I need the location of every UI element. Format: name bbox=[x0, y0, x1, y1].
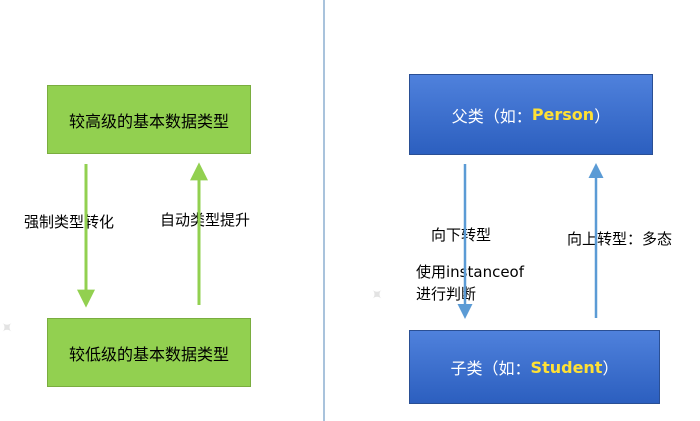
auto-promotion-label: 自动类型提升 bbox=[160, 211, 251, 229]
center-divider bbox=[323, 0, 325, 421]
explicit-cast-label: 强制类型转化 bbox=[24, 213, 115, 231]
child-class-prefix: 子类（如： bbox=[450, 359, 531, 378]
parent-class-name: Person bbox=[531, 105, 595, 124]
higher-primitive-type-label: 较高级的基本数据类型 bbox=[68, 111, 229, 131]
higher-primitive-type-box: 较高级的基本数据类型 bbox=[47, 85, 251, 154]
child-class-suffix: ） bbox=[602, 359, 619, 378]
downcast-label: 向下转型 bbox=[431, 226, 492, 244]
child-class-box: 子类（如：Student） bbox=[409, 330, 660, 404]
parent-class-prefix: 父类（如： bbox=[451, 106, 532, 126]
upcast-polymorphism-label: 向上转型：多态 bbox=[567, 230, 673, 248]
lower-primitive-type-box: 较低级的基本数据类型 bbox=[47, 318, 251, 387]
parent-class-box: 父类（如：Person） bbox=[409, 74, 653, 155]
parent-class-suffix: ） bbox=[594, 106, 611, 126]
child-class-name: Student bbox=[530, 357, 603, 377]
instanceof-check-label-line2: 进行判断 bbox=[416, 285, 477, 303]
instanceof-check-label-line1: 使用instanceof bbox=[416, 263, 525, 281]
lower-primitive-type-label: 较低级的基本数据类型 bbox=[68, 344, 229, 364]
